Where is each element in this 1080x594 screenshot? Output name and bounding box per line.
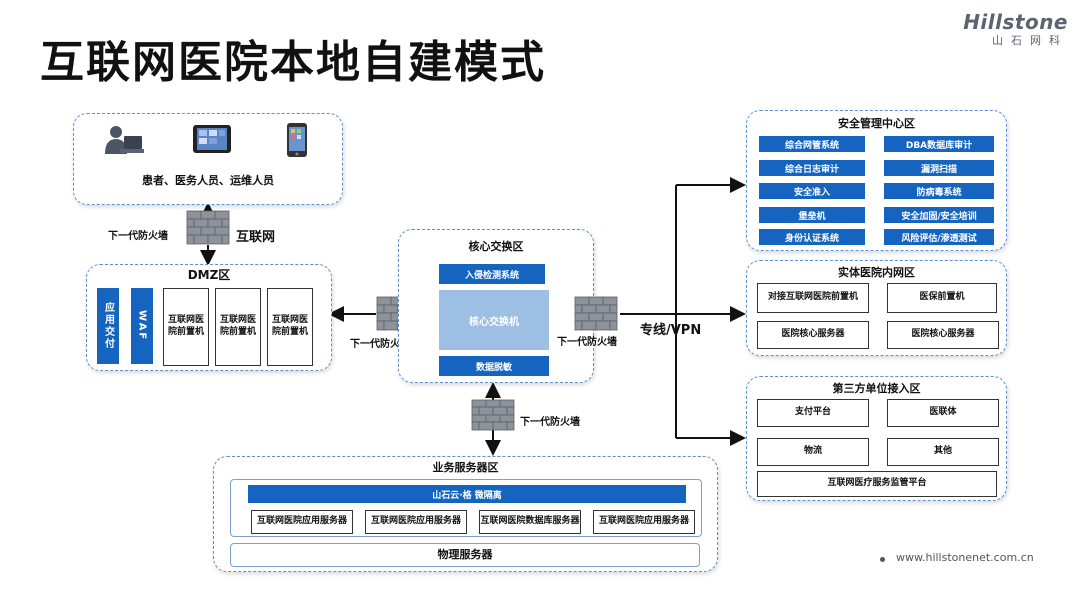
- server-0: 互联网医院应用服务器: [251, 510, 353, 534]
- bottom-firewall-icon: [471, 399, 515, 435]
- ids-box: 入侵检测系统: [439, 264, 545, 284]
- sec-item-4: 安全准入: [759, 183, 865, 199]
- core-switch-box: 核心交换机: [439, 290, 549, 350]
- core-zone: 核心交换区 入侵检测系统 核心交换机 数据脱敏: [398, 229, 594, 383]
- hospital-title: 实体医院内网区: [838, 266, 915, 279]
- logo-cn: 山石网科: [992, 34, 1068, 47]
- footer-url: www.hillstonenet.com.cn: [896, 551, 1034, 564]
- cloud-microseg-bar: 山石云·格 微隔离: [248, 485, 686, 503]
- waf-box: WAF: [131, 288, 153, 364]
- app-delivery-box: 应用交付: [97, 288, 119, 364]
- vpn-label: 专线/VPN: [640, 323, 702, 338]
- core-title: 核心交换区: [468, 240, 524, 253]
- dmz-frontend-3: 互联网医院前置机: [267, 288, 313, 366]
- users-label: 患者、医务人员、运维人员: [142, 174, 274, 187]
- sec-item-7: 安全加固/安全培训: [884, 207, 994, 223]
- users-zone: 患者、医务人员、运维人员: [73, 113, 343, 205]
- dmz-title: DMZ区: [187, 268, 231, 282]
- internet-label: 互联网: [236, 230, 276, 245]
- security-title: 安全管理中心区: [838, 117, 915, 130]
- dmz-zone: DMZ区 应用交付 WAF 互联网医院前置机 互联网医院前置机 互联网医院前置机: [86, 264, 332, 371]
- micro-segmentation-panel: 山石云·格 微隔离 互联网医院应用服务器 互联网医院应用服务器 互联网医院数据库…: [230, 479, 702, 537]
- top-firewall-label: 下一代防火墙: [108, 231, 168, 242]
- page-title: 互联网医院本地自建模式: [40, 37, 546, 88]
- sec-item-8: 身份认证系统: [759, 229, 865, 245]
- top-firewall-icon: [186, 210, 230, 250]
- user-at-laptop-icon: [102, 124, 144, 160]
- sec-item-2: 综合日志审计: [759, 160, 865, 176]
- sec-item-1: DBA数据库审计: [884, 136, 994, 152]
- business-title: 业务服务器区: [432, 461, 499, 474]
- security-zone: 安全管理中心区 综合网管系统 DBA数据库审计 综合日志审计 漏洞扫描 安全准入…: [746, 110, 1007, 251]
- desensitization-box: 数据脱敏: [439, 356, 549, 376]
- hospital-item-1: 医保前置机: [887, 283, 997, 313]
- third-party-title: 第三方单位接入区: [832, 382, 921, 395]
- footer-bullet: [880, 557, 885, 562]
- sec-item-6: 堡垒机: [759, 207, 865, 223]
- logo-brand: Hillstone: [963, 10, 1068, 34]
- bottom-firewall-label: 下一代防火墙: [520, 417, 580, 428]
- third-item-2: 物流: [757, 438, 869, 466]
- server-3: 互联网医院应用服务器: [593, 510, 695, 534]
- third-item-3: 其他: [887, 438, 999, 466]
- dmz-frontend-2: 互联网医院前置机: [215, 288, 261, 366]
- sec-item-3: 漏洞扫描: [884, 160, 994, 176]
- sec-item-0: 综合网管系统: [759, 136, 865, 152]
- third-item-0: 支付平台: [757, 399, 869, 427]
- hospital-zone: 实体医院内网区 对接互联网医院前置机 医保前置机 医院核心服务器 医院核心服务器: [746, 260, 1007, 356]
- hospital-item-2: 医院核心服务器: [757, 321, 869, 349]
- third-item-1: 医联体: [887, 399, 999, 427]
- tablet-icon: [192, 124, 232, 158]
- business-server-zone: 业务服务器区 山石云·格 微隔离 互联网医院应用服务器 互联网医院应用服务器 互…: [213, 456, 718, 572]
- right-firewall-icon: [574, 296, 618, 336]
- server-1: 互联网医院应用服务器: [365, 510, 467, 534]
- brand-logo: Hillstone 山石网科: [963, 10, 1068, 48]
- physical-server-bar: 物理服务器: [230, 543, 700, 567]
- server-2: 互联网医院数据库服务器: [479, 510, 581, 534]
- sec-item-9: 风险评估/渗透测试: [884, 229, 994, 245]
- smartphone-icon: [286, 122, 308, 162]
- sec-item-5: 防病毒系统: [884, 183, 994, 199]
- dmz-frontend-1: 互联网医院前置机: [163, 288, 209, 366]
- hospital-item-3: 医院核心服务器: [887, 321, 999, 349]
- right-firewall-label: 下一代防火墙: [557, 337, 617, 348]
- left-firewall-label: 下一代防火墙: [350, 339, 410, 350]
- hospital-item-0: 对接互联网医院前置机: [757, 283, 869, 313]
- supervision-platform: 互联网医疗服务监管平台: [757, 471, 997, 497]
- third-party-zone: 第三方单位接入区 支付平台 医联体 物流 其他 互联网医疗服务监管平台: [746, 376, 1007, 501]
